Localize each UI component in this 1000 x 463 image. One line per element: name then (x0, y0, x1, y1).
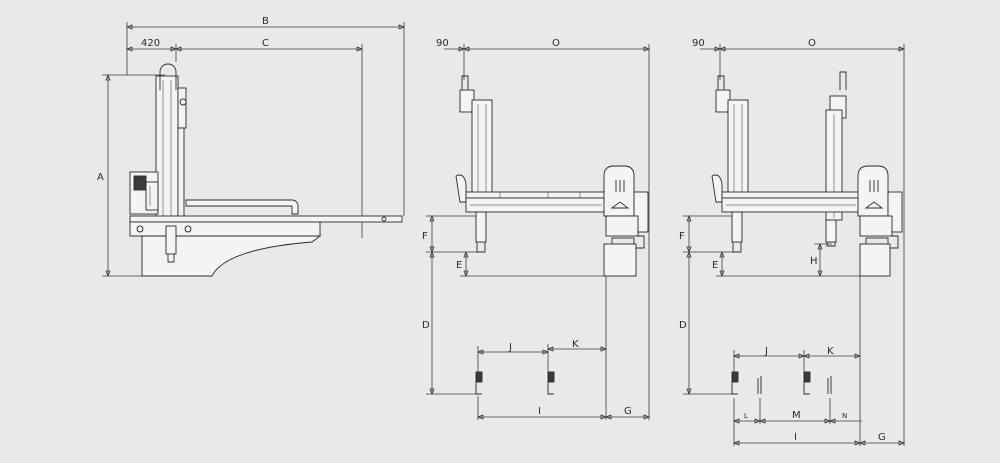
dim-label-G: G (878, 432, 886, 443)
dim-label-E: E (712, 260, 718, 271)
front-single-machine (455, 75, 649, 395)
dim-label-A: A (97, 172, 104, 183)
front-double-machine (711, 71, 903, 395)
dim-label-M: M (792, 410, 801, 421)
dim-label-J: J (508, 342, 512, 353)
dim-label-G: G (624, 406, 632, 417)
dim-label-O: O (552, 38, 560, 49)
dim-label-N: N (842, 412, 847, 420)
dim-label-J: J (764, 346, 768, 357)
side-view: B 420 C A (97, 16, 406, 278)
dim-label-90: 90 (692, 38, 705, 49)
dim-label-K: K (572, 339, 579, 350)
dim-label-D: D (422, 320, 430, 331)
front-view-double: 90 O F E H D J K L M N I G (679, 38, 906, 446)
side-view-dimensions (102, 22, 406, 278)
front-view-single: 90 O F E D J K I G (422, 38, 651, 420)
dim-label-F: F (679, 231, 685, 242)
dim-label-I: I (794, 432, 797, 443)
dim-label-B: B (262, 16, 269, 27)
dim-label-420: 420 (141, 38, 160, 49)
dim-label-C: C (262, 38, 269, 49)
dim-label-L: L (744, 412, 748, 420)
dim-label-K: K (827, 346, 834, 357)
front-single-dimensions (426, 44, 651, 420)
dim-label-D: D (679, 320, 687, 331)
dim-label-E: E (456, 260, 462, 271)
front-double-dimensions (683, 44, 906, 446)
dim-label-I: I (538, 406, 541, 417)
side-view-machine (129, 63, 403, 277)
dim-label-H: H (810, 256, 818, 267)
dim-label-F: F (422, 231, 428, 242)
dim-label-90: 90 (436, 38, 449, 49)
dim-label-O: O (808, 38, 816, 49)
